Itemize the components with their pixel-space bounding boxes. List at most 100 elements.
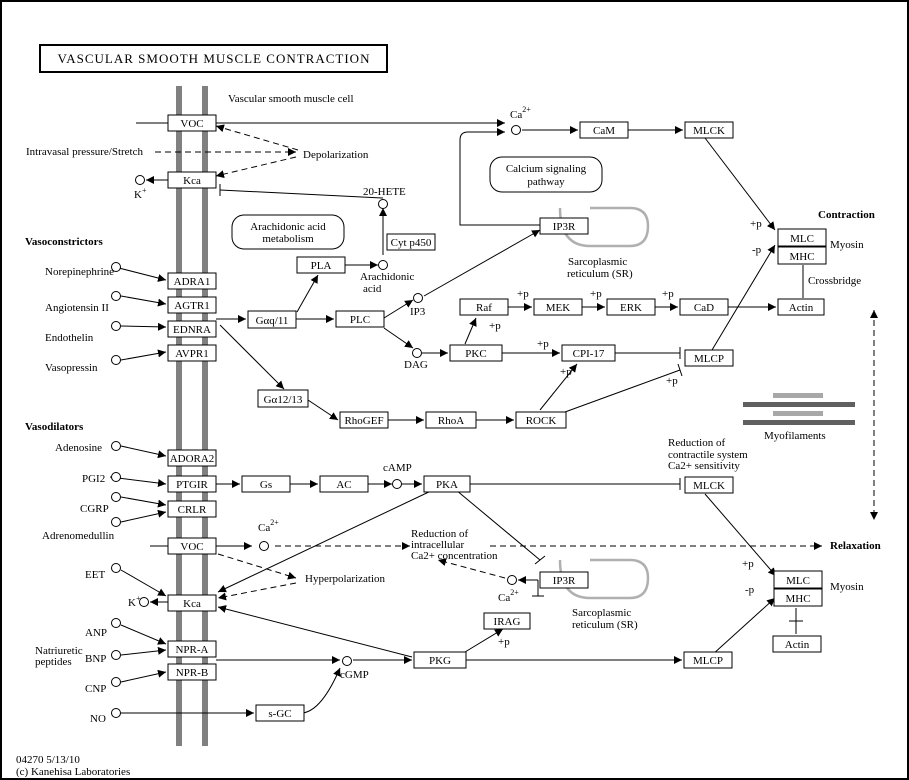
ac-gene[interactable]: AC xyxy=(319,475,369,493)
rock-box[interactable] xyxy=(515,411,567,429)
irag-gene[interactable]: IRAG xyxy=(483,612,531,630)
mlck-top-gene[interactable]: MLCK xyxy=(684,121,734,139)
rock-gene[interactable]: ROCK xyxy=(515,411,567,429)
ip3r-bottom-box[interactable] xyxy=(539,571,589,589)
plc-box[interactable] xyxy=(335,310,385,328)
raf-gene[interactable]: Raf xyxy=(459,298,509,316)
mlcp-bottom-box[interactable] xyxy=(683,651,733,669)
norepinephrine-circle[interactable] xyxy=(111,262,121,272)
gs-box[interactable] xyxy=(241,475,291,493)
pkc-box[interactable] xyxy=(449,344,503,362)
gaq-gene[interactable]: Gαq/11 xyxy=(247,310,297,329)
voc-top-box[interactable] xyxy=(167,114,217,132)
erk-gene[interactable]: ERK xyxy=(606,298,656,316)
mek-gene[interactable]: MEK xyxy=(533,298,583,316)
ac-box[interactable] xyxy=(319,475,369,493)
mlcp-top-gene[interactable]: MLCP xyxy=(684,349,734,367)
mlc-top-gene[interactable]: MLC xyxy=(777,228,827,247)
kca-top-box[interactable] xyxy=(167,171,217,189)
ca-circle-mid[interactable] xyxy=(259,541,269,551)
cgmp-circle[interactable] xyxy=(342,656,352,666)
adra1-gene[interactable]: ADRA1 xyxy=(167,272,217,290)
aa-metabolism-box[interactable] xyxy=(231,214,345,250)
irag-box[interactable] xyxy=(483,612,531,630)
adora2-gene[interactable]: ADORA2 xyxy=(167,449,217,467)
agtr1-gene[interactable]: AGTR1 xyxy=(167,296,217,314)
rhogef-gene[interactable]: RhoGEF xyxy=(339,411,389,429)
eet-circle[interactable] xyxy=(111,563,121,573)
ga12-box[interactable] xyxy=(257,389,309,408)
mlc-bottom-gene[interactable]: MLC xyxy=(773,570,823,589)
agtr1-box[interactable] xyxy=(167,296,217,314)
actin-bottom-gene[interactable]: Actin xyxy=(772,635,822,653)
ip3r-bottom-gene[interactable]: IP3R xyxy=(539,571,589,589)
voc-bottom-box[interactable] xyxy=(167,537,217,555)
s-gc-gene[interactable]: s-GC xyxy=(255,704,305,722)
mlck-bottom-box[interactable] xyxy=(684,476,734,494)
pla-box[interactable] xyxy=(296,256,346,274)
pka-gene[interactable]: PKA xyxy=(423,475,471,493)
mlc-bottom-box[interactable] xyxy=(773,570,823,589)
npr-a-gene[interactable]: NPR-A xyxy=(167,640,217,658)
ca-circle-top[interactable] xyxy=(511,125,521,135)
vasopressin-circle[interactable] xyxy=(111,355,121,365)
pkc-gene[interactable]: PKC xyxy=(449,344,503,362)
adra1-box[interactable] xyxy=(167,272,217,290)
rhoa-gene[interactable]: RhoA xyxy=(425,411,477,429)
adenosine-circle[interactable] xyxy=(111,441,121,451)
avpr1-gene[interactable]: AVPR1 xyxy=(167,344,217,362)
adrenomedullin-circle[interactable] xyxy=(111,517,121,527)
kca-bottom-gene[interactable]: Kca xyxy=(167,594,217,612)
cad-box[interactable] xyxy=(679,298,729,316)
pka-box[interactable] xyxy=(423,475,471,493)
mek-box[interactable] xyxy=(533,298,583,316)
pkg-gene[interactable]: PKG xyxy=(413,651,467,669)
npr-b-gene[interactable]: NPR-B xyxy=(167,663,217,681)
no-circle[interactable] xyxy=(111,708,121,718)
ptgir-gene[interactable]: PTGIR xyxy=(167,475,217,493)
cpi-17-gene[interactable]: CPI-17 xyxy=(561,344,616,362)
k-circle-top[interactable] xyxy=(135,175,145,185)
hete-circle[interactable] xyxy=(378,199,388,209)
kca-bottom-box[interactable] xyxy=(167,594,217,612)
bnp-circle[interactable] xyxy=(111,650,121,660)
voc-bottom-gene[interactable]: VOC xyxy=(167,537,217,555)
cyp450-box[interactable] xyxy=(386,233,436,251)
calcium-pathway-box[interactable] xyxy=(489,156,603,193)
actin-bottom-box[interactable] xyxy=(772,635,822,653)
actin-top-gene[interactable]: Actin xyxy=(777,298,825,316)
voc-top-gene[interactable]: VOC xyxy=(167,114,217,132)
dag-circle[interactable] xyxy=(412,348,422,358)
mlcp-top-box[interactable] xyxy=(684,349,734,367)
k-circle-bottom[interactable] xyxy=(139,597,149,607)
crlr-gene[interactable]: CRLR xyxy=(167,500,217,518)
adora2-box[interactable] xyxy=(167,449,217,467)
npr-b-box[interactable] xyxy=(167,663,217,681)
cyp450-gene[interactable]: Cyt p450 xyxy=(386,233,436,251)
actin-top-box[interactable] xyxy=(777,298,825,316)
cam-gene[interactable]: CaM xyxy=(579,121,629,139)
ednra-gene[interactable]: EDNRA xyxy=(167,320,217,338)
mlcp-bottom-gene[interactable]: MLCP xyxy=(683,651,733,669)
ip3r-top-box[interactable] xyxy=(539,217,589,235)
crlr-box[interactable] xyxy=(167,500,217,518)
mhc-top-gene[interactable]: MHC xyxy=(777,246,827,265)
s-gc-box[interactable] xyxy=(255,704,305,722)
kca-top-gene[interactable]: Kca xyxy=(167,171,217,189)
raf-box[interactable] xyxy=(459,298,509,316)
endothelin-circle[interactable] xyxy=(111,321,121,331)
plc-gene[interactable]: PLC xyxy=(335,310,385,328)
cnp-circle[interactable] xyxy=(111,677,121,687)
ga12-gene[interactable]: Gα12/13 xyxy=(257,389,309,408)
ednra-box[interactable] xyxy=(167,320,217,338)
erk-box[interactable] xyxy=(606,298,656,316)
ip3-circle[interactable] xyxy=(413,293,423,303)
cam-box[interactable] xyxy=(579,121,629,139)
pkg-box[interactable] xyxy=(413,651,467,669)
mhc-bottom-gene[interactable]: MHC xyxy=(773,588,823,607)
rhogef-box[interactable] xyxy=(339,411,389,429)
ca-circle-bottom[interactable] xyxy=(507,575,517,585)
angiotensin-circle[interactable] xyxy=(111,291,121,301)
cpi-17-box[interactable] xyxy=(561,344,616,362)
cgrp-circle[interactable] xyxy=(111,492,121,502)
